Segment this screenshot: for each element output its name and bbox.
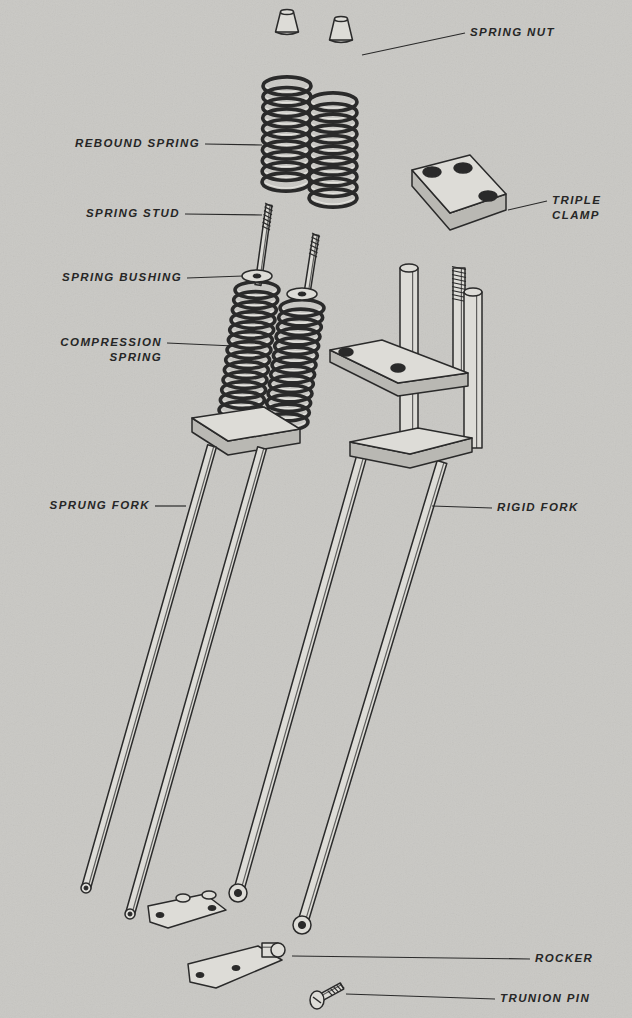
- spring-bushing: [287, 288, 317, 300]
- rigid-fork-eye: [229, 884, 247, 902]
- spring-stud-thread: [262, 226, 270, 230]
- spring-stud-thread: [312, 233, 320, 237]
- steering-stem-thread: [452, 275, 466, 278]
- spring-nut-top: [335, 17, 348, 22]
- rocker-boss-end: [271, 943, 285, 957]
- rigid-fork-leg: [297, 461, 447, 927]
- triple-clamp-top: [412, 155, 506, 213]
- steering-stem: [453, 268, 465, 372]
- rigid-fork-tube-shade: [476, 292, 477, 448]
- leader-line: [205, 144, 262, 145]
- rebound-spring-highlight: [265, 183, 307, 188]
- rocker-boss: [176, 894, 190, 902]
- trunion-pin-thread: [340, 984, 345, 989]
- clamp-hole: [454, 163, 472, 173]
- leader-line: [432, 506, 492, 508]
- leader-line: [155, 505, 186, 506]
- crown-hole: [391, 364, 405, 372]
- rigid-fork-leg-shade: [304, 463, 444, 926]
- spring-bushing-hole: [253, 274, 261, 278]
- spring-bushing-hole: [298, 292, 306, 296]
- part-label: REBOUND SPRING: [75, 136, 200, 151]
- part-label: RIGID FORK: [497, 500, 579, 515]
- rigid-fork-eye-hole: [234, 889, 241, 896]
- steering-stem-thread: [452, 283, 466, 286]
- part-label: TRUNION PIN: [500, 991, 590, 1006]
- steering-stem-thread: [452, 267, 466, 270]
- spring-stud-thread: [310, 249, 318, 253]
- sprung-fork-end: [125, 909, 135, 919]
- rigid-fork-eye-hole: [298, 921, 305, 928]
- rocker-hole: [208, 906, 216, 911]
- part-label: SPRUNG FORK: [50, 498, 150, 513]
- sprung-fork-bracket-top: [192, 407, 300, 441]
- trunion-pin-thread: [331, 989, 336, 994]
- trunion-pin-head: [310, 991, 324, 1009]
- leader-line: [362, 33, 465, 55]
- rocker-boss: [202, 891, 216, 899]
- part-label: COMPRESSION SPRING: [34, 335, 162, 365]
- spring-stud-thread: [264, 214, 272, 218]
- rocker-hole: [196, 973, 204, 978]
- steering-stem-shade: [461, 268, 462, 372]
- trunion-pin-thread: [334, 987, 339, 992]
- spring-stud-thread: [309, 253, 317, 257]
- sprung-fork-end-hole: [128, 912, 132, 916]
- steering-stem-thread: [452, 279, 466, 282]
- spring-stud-thread: [310, 245, 318, 249]
- leader-line: [346, 994, 495, 999]
- rigid-fork-tube-top: [464, 288, 482, 296]
- crown-hole: [339, 348, 353, 356]
- leader-line: [185, 214, 262, 215]
- sprung-fork-end: [81, 883, 91, 893]
- spring-stud-thread: [311, 241, 319, 245]
- rebound-spring-highlight: [312, 199, 354, 204]
- rigid-fork-leg: [233, 454, 367, 895]
- sprung-fork-leg-shade: [132, 448, 264, 914]
- spring-bushing: [242, 270, 272, 282]
- trunion-pin-thread: [328, 991, 333, 996]
- rigid-fork-tube-top: [400, 264, 418, 272]
- part-label: TRIPLE CLAMP: [552, 193, 618, 223]
- spring-stud-thread: [263, 218, 271, 222]
- rocker: [148, 894, 226, 928]
- clamp-hole: [479, 191, 497, 201]
- part-label: ROCKER: [535, 951, 593, 966]
- rebound-spring-coil: [309, 189, 357, 207]
- spring-stud-thread: [264, 211, 272, 215]
- leader-line: [187, 276, 243, 278]
- rigid-fork-eye: [293, 916, 311, 934]
- leader-line: [508, 201, 547, 210]
- spring-nut-base: [330, 40, 353, 43]
- spring-stud-thread: [311, 237, 319, 241]
- rocker-hole: [156, 913, 164, 918]
- part-label: SPRING NUT: [470, 25, 555, 40]
- part-label: SPRING STUD: [86, 206, 180, 221]
- rigid-crown-top: [330, 340, 468, 383]
- rigid-bottom-top: [350, 428, 472, 454]
- rigid-fork-leg-shade: [240, 456, 364, 894]
- clamp-hole: [423, 167, 441, 177]
- spring-stud-thread: [265, 203, 273, 207]
- sprung-fork-leg: [126, 447, 267, 915]
- rocker-hole: [232, 966, 240, 971]
- leader-line: [167, 343, 234, 346]
- spring-nut-base: [276, 32, 299, 35]
- spring-stud-thread: [263, 222, 271, 226]
- part-label: SPRING BUSHING: [62, 270, 182, 285]
- rebound-spring-coil: [262, 173, 310, 191]
- trunion-pin-slot: [313, 997, 321, 1003]
- spring-stud-thread: [265, 207, 273, 211]
- steering-stem-thread: [452, 271, 466, 274]
- leader-line: [292, 956, 530, 959]
- sprung-fork-end-hole: [84, 886, 88, 890]
- spring-nut-top: [281, 10, 294, 15]
- rigid-fork-tube: [464, 292, 482, 448]
- steering-stem-thread: [452, 287, 466, 290]
- trunion-pin-thread: [337, 985, 342, 990]
